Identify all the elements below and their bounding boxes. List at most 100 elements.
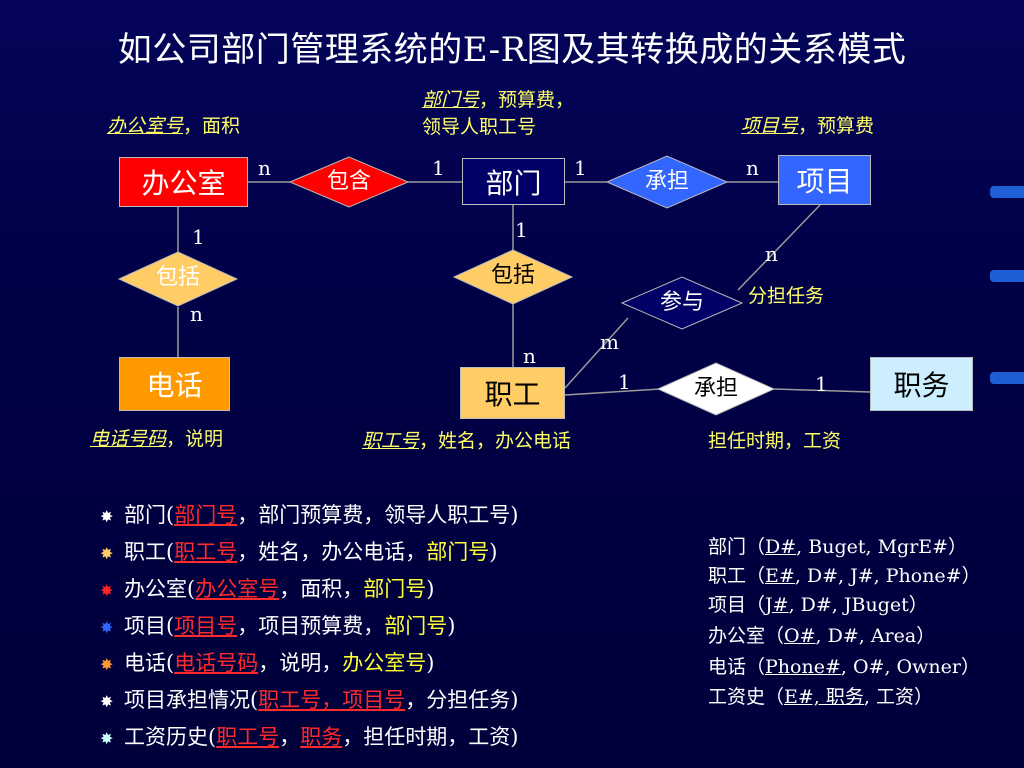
attr-employee: 职工号，姓名，办公电话 (362, 428, 571, 455)
relation-end: ) (426, 577, 435, 601)
relation-fk: 办公室号 (342, 651, 427, 675)
cardinality: 1 (815, 372, 828, 396)
rel-include-left-label: 包括 (155, 265, 200, 290)
relation-name: 项目( (124, 614, 175, 638)
schema-key: D# (765, 536, 797, 558)
attr-dept: 部门号，预算费， 领导人职工号 (422, 87, 574, 141)
relation-item-employee: ✸职工(职工号，姓名，办公电话，部门号) (100, 536, 497, 566)
cardinality: n (746, 156, 759, 180)
rel-include-mid-label: 包括 (490, 263, 535, 288)
entity-office-label: 办公室 (141, 167, 226, 200)
schema-name: 项目（ (708, 594, 766, 616)
attr-phone-rest: ，说明 (166, 428, 224, 450)
relation-attrs: ，面积， (279, 577, 364, 601)
entity-office[interactable]: 办公室 (119, 157, 248, 207)
bullet-icon: ✸ (100, 581, 114, 600)
attr-office: 办公室号，面积 (107, 113, 240, 140)
cardinality: 1 (432, 156, 445, 180)
relation-item-salary-history: ✸ 工资历史(职工号，职务，担任时期，工资) (100, 721, 518, 751)
schema-attrs: , D#, Area） (815, 625, 936, 647)
attr-participate: 分担任务 (748, 285, 825, 307)
schema-key: O# (784, 625, 816, 647)
attr-dept-rest: ，预算费， (479, 89, 575, 111)
schema-key: E#, 职务 (784, 686, 864, 708)
entity-phone-label: 电话 (146, 369, 203, 402)
schema-phone: 电话（Phone#, O#, Owner） (708, 652, 980, 679)
entity-employee[interactable]: 职工 (460, 367, 565, 419)
schema-name: 职工（ (708, 565, 766, 587)
schema-employee: 职工（E#, D#, J#, Phone#） (708, 561, 981, 588)
schema-key: E# (765, 565, 795, 587)
relation-key: 项目号 (174, 614, 238, 638)
relation-item-phone: ✸电话(电话号码，说明，办公室号) (100, 647, 434, 677)
page-title: 如公司部门管理系统的E-R图及其转换成的关系模式 (117, 30, 907, 70)
schema-attrs: , O#, Owner） (840, 656, 980, 678)
relation-item-dept: ✸部门(部门号，部门预算费，领导人职工号) (100, 499, 518, 529)
relation-attrs: ， (279, 725, 301, 749)
relation-end: ) (489, 540, 498, 564)
contain-diamond (288, 156, 410, 208)
undertake-diamond-top (605, 155, 729, 209)
schema-name: 工资史（ (708, 686, 785, 708)
entity-project[interactable]: 项目 (778, 155, 871, 205)
rel-participate-label: 参与 (659, 290, 704, 315)
schema-dept: 部门（D#, Buget, MgrE#） (708, 532, 967, 559)
attr-phone-key: 电话号码 (90, 428, 167, 450)
relation-key-2: 职务 (300, 725, 343, 749)
bullet-icon: ✸ (100, 655, 114, 674)
entity-position-label: 职务 (893, 369, 950, 402)
rel-undertake-bottom-label: 承担 (693, 376, 738, 401)
schema-attrs: , Buget, MgrE#） (796, 536, 968, 558)
attr-office-rest: ，面积 (183, 115, 241, 137)
relation-end: ) (510, 688, 519, 712)
rel-contain-label: 包含 (326, 169, 371, 194)
attr-employee-key: 职工号 (362, 430, 420, 452)
relation-name: 办公室( (124, 577, 196, 601)
decorative-bar (990, 270, 1024, 282)
relation-key: 电话号码 (174, 651, 259, 675)
cardinality: n (190, 302, 203, 326)
schema-name: 部门（ (708, 536, 766, 558)
entity-dept[interactable]: 部门 (462, 158, 565, 205)
entity-position[interactable]: 职务 (870, 357, 973, 411)
relation-fk: 部门号 (363, 577, 427, 601)
relation-name: 部门( (124, 503, 175, 527)
entity-phone[interactable]: 电话 (119, 357, 230, 411)
relation-key: 部门号 (174, 503, 238, 527)
cardinality: n (258, 156, 271, 180)
relation-item-project: ✸项目(项目号，项目预算费，部门号) (100, 610, 455, 640)
include-diamond-mid (452, 249, 574, 305)
include-diamond-left (117, 251, 239, 307)
attr-office-key: 办公室号 (107, 115, 184, 137)
schema-office: 办公室（O#, D#, Area） (708, 621, 935, 648)
relation-name: 电话( (124, 651, 175, 675)
cardinality: m (600, 330, 619, 354)
relation-attrs-2: ，担任时期，工资 (342, 725, 511, 749)
participate-diamond (620, 276, 744, 330)
relation-end: ) (510, 725, 519, 749)
schema-attrs: , D#, J#, Phone#） (794, 565, 981, 587)
schema-key: Phone# (765, 656, 841, 678)
bullet-icon: ✸ (100, 729, 114, 748)
relation-fk: 部门号 (384, 614, 448, 638)
entity-dept-label: 部门 (485, 166, 542, 200)
relation-attrs: ，分担任务 (405, 688, 511, 712)
attr-dept-key: 部门号 (422, 89, 480, 111)
cardinality: n (523, 344, 536, 368)
undertake-diamond-bottom (656, 362, 776, 416)
cardinality: 1 (618, 370, 631, 394)
decorative-bar (990, 372, 1024, 384)
rel-undertake-top-label: 承担 (644, 169, 689, 194)
relation-name: 工资历史( (124, 725, 217, 749)
cardinality: 1 (515, 218, 528, 242)
relation-fk: 部门号 (426, 540, 490, 564)
relation-item-project-undertake: ✸项目承担情况(职工号，项目号，分担任务) (100, 684, 518, 714)
entity-project-label: 项目 (796, 165, 853, 198)
cardinality: 1 (192, 225, 205, 249)
schema-name: 办公室（ (708, 625, 785, 647)
relation-key: 职工号 (216, 725, 280, 749)
attr-dept-line2: 领导人职工号 (422, 116, 537, 138)
entity-employee-label: 职工 (484, 378, 541, 411)
attr-project: 项目号，预算费 (741, 113, 874, 140)
